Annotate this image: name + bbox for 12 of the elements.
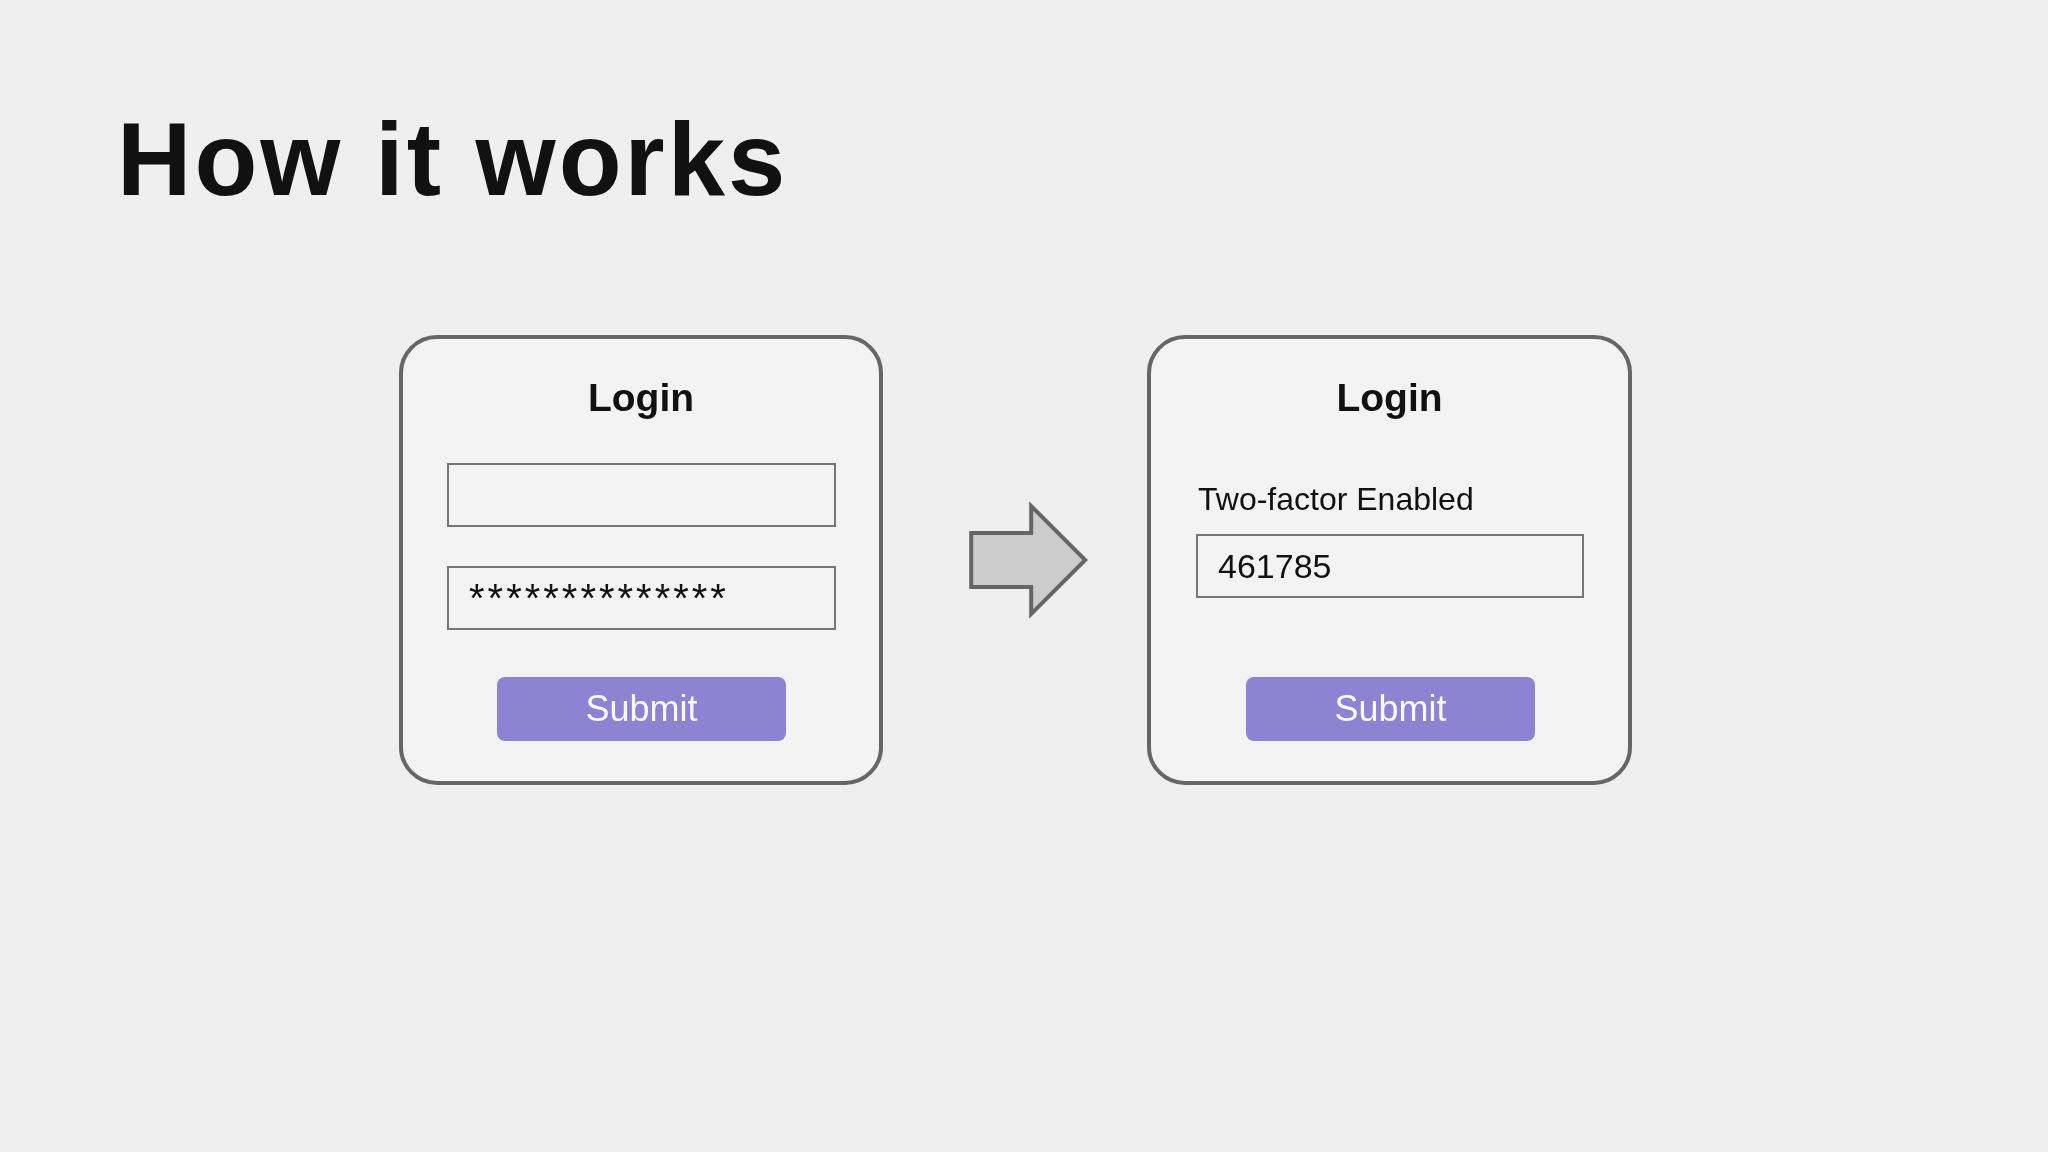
field-label: Two-factor Enabled — [1198, 483, 1474, 515]
password-field: ************** — [447, 566, 836, 630]
form-card — [399, 335, 883, 785]
submit-button: Submit — [497, 677, 786, 741]
input-field — [447, 463, 836, 527]
block-arrow — [969, 501, 1089, 619]
input-field: 461785 — [1196, 534, 1584, 598]
submit-button: Submit — [1246, 677, 1535, 741]
form-title: Login — [1336, 378, 1443, 417]
slide-title: How it works — [117, 108, 789, 211]
form-title: Login — [587, 378, 695, 417]
form-card — [1147, 335, 1632, 785]
